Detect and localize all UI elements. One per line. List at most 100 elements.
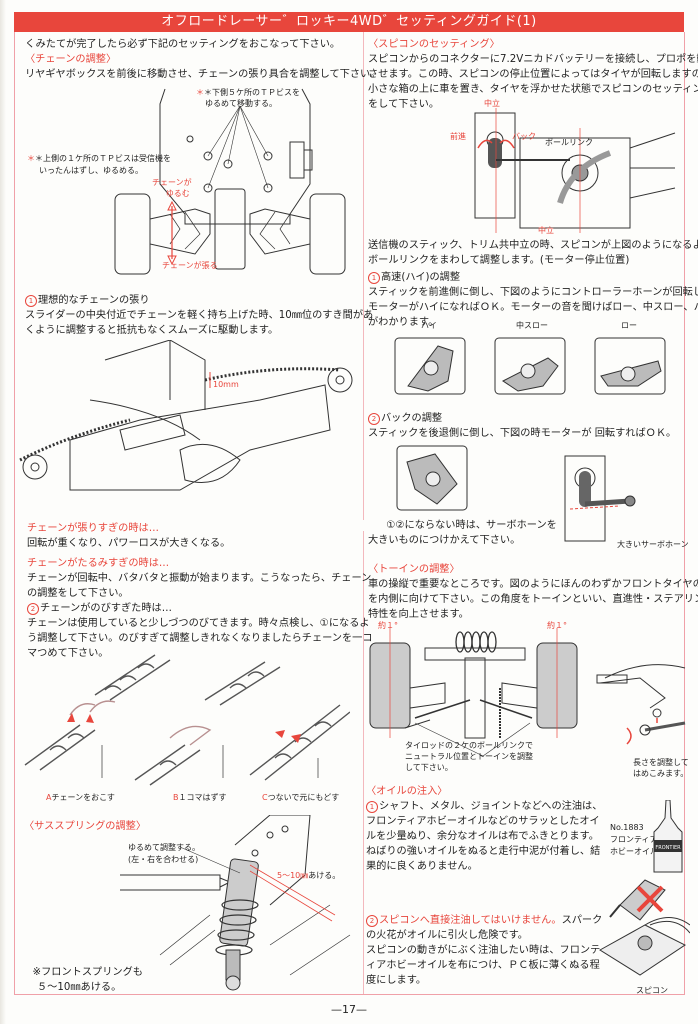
step-number-2: 2	[27, 603, 39, 615]
step-number-1: 1	[368, 272, 380, 284]
chain-heading: 〈チェーンの調整〉	[25, 54, 117, 65]
too-loose-line-1: チェーンが回転中、バタバタと振動が始まります。こうなったら、チェーン	[27, 573, 372, 584]
label-chain-loosen: チェーンがゆるむ	[152, 178, 192, 198]
step-number-2: 2	[368, 413, 380, 425]
large-servo-horn-figure	[560, 446, 640, 546]
product-name-1: フロンティア	[610, 835, 658, 844]
speedcon-after-line-1: 送信機のスティック、トリム共中立の時、スピコンが上図のようになるよう、	[368, 240, 698, 251]
oil-bottle-icon: FRONTIER	[648, 800, 688, 875]
high-line-2: モーターがハイになればＯＫ。モーターの音を聞けばロー、中スロー、ハイ	[368, 302, 698, 313]
bottle-label: FRONTIER	[655, 845, 681, 851]
length-note-2: はめこみます。	[633, 769, 689, 778]
tie-rod-note-3: して下さい。	[405, 763, 453, 772]
callout-upper-screw-1: ＊＊上側の１ケ所のＴＰビスは受信機を	[27, 154, 171, 163]
length-note-1: 長さを調整して	[633, 758, 689, 767]
gap-10mm-label: 10mm	[213, 380, 239, 389]
position-high-label: ハイ	[421, 321, 437, 330]
toe-in-line-2: を内側に向けて下さい。この角度をトーインといい、直進性・ステアリング	[368, 594, 698, 605]
oil-item1-line-5: 果的に良くありません。	[366, 861, 478, 872]
oil-item2-line-3: スピコンの動きがにぶく注油したい時は、フロンテ	[366, 945, 601, 956]
step-number-2: 2	[366, 915, 378, 927]
tie-rod-note-1: タイロッドの２ケのボールリンクで	[405, 741, 533, 750]
shock-spring-figure	[120, 815, 360, 995]
chain-body: リヤギヤボックスを前後に移動させ、チェーンの張り具合を調整して下さい。	[25, 69, 381, 80]
left-column-frame	[14, 32, 364, 994]
too-loose-line-2: の調整をして下さい。	[27, 588, 129, 599]
callout-upper-screw-2: いったんはずし、ゆるめる。	[39, 166, 143, 175]
product-name-2: ホビーオイル	[610, 847, 658, 856]
back-body: スティックを後退側に倒し、下図の時モーターが 回転すればＯＫ。	[368, 428, 677, 439]
stretched-line-2: う調整して下さい。のびすぎて調整しきれなくなりましたらチェーンを一コ	[27, 633, 373, 644]
controller-positions-figure	[393, 336, 673, 396]
stretched-line-1: チェーンは使用していると少しづつのびてきます。時々点検し、①になるよ	[27, 618, 370, 629]
toe-in-line-1: 車の操縦で重要なところです。図のようにほんのわずかフロントタイヤの前	[368, 579, 698, 590]
right-column-frame	[362, 32, 685, 994]
spring-adjust-note-2: (左・右を合わせる)	[128, 855, 199, 864]
oil-item1-line-3: ルを少量ぬり、余分なオイルは布でふきとります。	[366, 831, 599, 842]
bottom-rule	[14, 994, 685, 995]
spring-heading: 〈サススプリングの調整〉	[24, 821, 147, 832]
product-number: No.1883	[610, 823, 644, 832]
oil-item2-line-2: の火花がオイルに引火し危険です。	[366, 930, 528, 941]
angle-right-label: 約１°	[547, 621, 567, 630]
spring-gap-note: 5～10㎜あける。	[277, 871, 341, 880]
back-note-1: ①②①②にならない時は、サーボホーンを	[360, 518, 557, 534]
page-title: オフロードレーサー゛ロッキー4WD゛セッティングガイド(1)	[14, 12, 684, 32]
label-forward: 前進	[450, 132, 466, 141]
page-number: —17—	[331, 1003, 367, 1016]
back-note-2: 大きいものにつけかえて下さい。	[368, 535, 521, 546]
step-number-1: 1	[25, 295, 37, 307]
speedcon-servo-figure	[470, 108, 680, 233]
oil-item2-line-5: 度にします。	[366, 975, 427, 986]
step-number-1: 1	[366, 801, 378, 813]
oil-item1-line-4: ねばりの強いオイルをぬると走行中泥が付着し、結	[366, 846, 601, 857]
ideal-line-1: スライダーの中央付近でチェーンを軽く持ち上げた時、10㎜位のすき間があ	[25, 310, 374, 321]
stretched-line-3: マつめて下さい。	[27, 648, 109, 659]
chain-link-figures	[20, 650, 350, 790]
toe-in-line-3: 特性を向上させます。	[368, 609, 469, 620]
too-tight-body: 回転が重くなり、パワーロスが大きくなる。	[27, 538, 231, 549]
speedcon-label: スピコン	[636, 986, 668, 995]
back-position-figure	[395, 444, 470, 512]
chain-step-a: Aチェーンをおこす	[46, 793, 115, 802]
label-neutral-bottom: 中立	[538, 226, 554, 235]
too-loose-heading: チェーンがたるみすぎの時は…	[27, 558, 170, 569]
too-tight-heading: チェーンが張りすぎの時は…	[27, 523, 159, 534]
callout-lower-screws-2: ゆるめて移動する。	[205, 99, 277, 108]
spring-adjust-note-1: ゆるめて調整する。	[128, 843, 200, 852]
position-low-label: ロー	[621, 321, 637, 330]
chain-step-c: Cつないで元にもどす	[262, 793, 340, 802]
speedcon-after-line-2: ボールリンクをまわして調整します。(モーター停止位置)	[368, 255, 630, 266]
label-neutral-top: 中立	[484, 99, 500, 108]
angle-left-label: 約１°	[378, 621, 398, 630]
high-line-3: がわかります。	[368, 317, 439, 328]
oil-item2-line-4: ィアホビーオイルを布につけ、ＰＣ板に薄くぬる程	[366, 960, 600, 971]
large-servo-horn-label: 大きいサーボホーン	[617, 540, 689, 549]
front-spring-note-2: ５～10㎜あける。	[37, 982, 122, 993]
no-oil-speedcon-figure	[590, 875, 690, 990]
tie-rod-note-2: ニュートラル位置とトーインを調整	[405, 752, 533, 761]
oil-item1-line-2: フロンティアホビーオイルなどのサラッとしたオイ	[366, 816, 600, 827]
speedcon-line-1: スピコンからのコネクターに7.2Vニカドバッテリーを接続し、プロポを動作	[368, 54, 698, 65]
high-line-1: スティックを前進側に倒し、下図のようにコントローラーホーンが回転し、	[368, 287, 698, 298]
front-suspension-figure	[365, 628, 695, 758]
intro-text: くみたてが完了したら必ず下記のセッティングをおこなって下さい。	[25, 39, 341, 50]
binding-shadow	[0, 0, 6, 1024]
toe-in-heading: 〈トーインの調整〉	[368, 564, 460, 575]
chassis-top-figure	[110, 84, 350, 284]
label-back: バック	[512, 132, 536, 141]
oil-heading: 〈オイルの注入〉	[366, 786, 448, 797]
speedcon-heading: 〈スピコンのセッティング〉	[368, 39, 500, 50]
position-mid-label: 中スロー	[516, 321, 548, 330]
label-ball-link: ボールリンク	[545, 138, 593, 147]
callout-lower-screws-1: ＊＊下側５ケ所のＴＰビスを	[196, 88, 300, 97]
speedcon-line-4: をして下さい。	[368, 99, 440, 110]
chain-step-b: B１コマはずす	[173, 793, 227, 802]
speedcon-line-3: 小さな箱の上に車を置き、タイヤを浮かせた状態でスピコンのセッティング	[368, 84, 698, 95]
